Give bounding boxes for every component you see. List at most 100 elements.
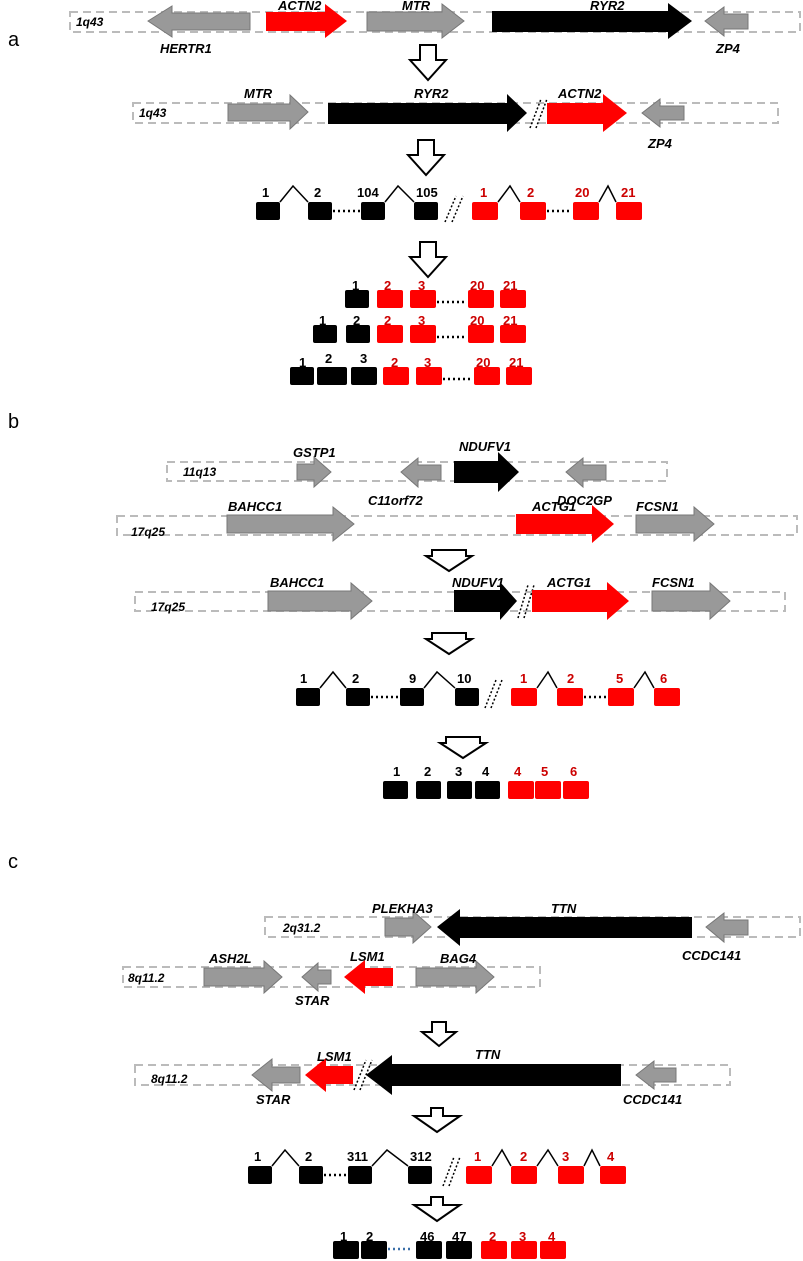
gene-arrow-actn2 <box>266 4 347 38</box>
gene-label: DOC2GP <box>557 493 612 508</box>
exon-black <box>333 1241 359 1259</box>
chromosome-bar <box>132 102 779 124</box>
exon-black <box>290 367 314 385</box>
exon-number: 1 <box>480 185 487 200</box>
gene-label: ACTG1 <box>531 499 576 514</box>
exon-number: 1 <box>474 1149 481 1164</box>
down-arrow-icon <box>419 1021 459 1048</box>
exon-number: 2 <box>352 671 359 686</box>
gene-label: TTN <box>475 1047 501 1062</box>
exon-number: 21 <box>621 185 635 200</box>
intron-line <box>536 1148 559 1167</box>
exon-red <box>654 688 680 706</box>
down-arrow-icon <box>405 139 447 177</box>
gene-label: LSM1 <box>317 1049 352 1064</box>
gene-arrow-plekha3 <box>384 909 432 945</box>
exon-number: 3 <box>418 313 425 328</box>
gene-arrow-bag4 <box>415 959 495 995</box>
exon-black <box>400 688 424 706</box>
gene-arrow-doc2gp <box>565 456 607 489</box>
chrom-label: 1q43 <box>139 106 167 120</box>
chrom-label: 17q25 <box>151 600 185 614</box>
exon-black <box>446 1241 472 1259</box>
exon-black <box>351 367 377 385</box>
track-a1: 1q43 HERTR1 ACTN2 MTR RYR2 ZP4 <box>69 0 801 56</box>
gene-arrow-ryr2 <box>492 3 692 39</box>
gene-label: MTR <box>244 86 273 101</box>
chromosome-bar <box>122 966 541 988</box>
exon-number: 3 <box>418 278 425 293</box>
gene-arrow-ccdc141 <box>635 1059 677 1091</box>
exon-black <box>455 688 479 706</box>
exon-black <box>416 1241 442 1259</box>
exon-red <box>377 325 403 343</box>
exon-number: 1 <box>262 185 269 200</box>
gene-arrow-lsm1 <box>344 960 393 994</box>
exon-number: 3 <box>360 351 367 366</box>
exon-number: 20 <box>575 185 589 200</box>
exon-red <box>377 290 403 308</box>
chrom-label: 1q43 <box>76 15 104 29</box>
exon-red <box>481 1241 507 1259</box>
exon-black <box>256 202 280 220</box>
gene-label: TTN <box>551 901 577 916</box>
exon-number: 2 <box>384 313 391 328</box>
exon-black <box>408 1166 432 1184</box>
gene-label: NDUFV1 <box>452 575 504 590</box>
intron-line <box>423 670 456 689</box>
exon-black <box>299 1166 323 1184</box>
break-mark <box>535 98 548 129</box>
panel-label-b: b <box>8 411 19 433</box>
exon-red <box>468 290 494 308</box>
chrom-label: 8q11.2 <box>151 1072 188 1086</box>
down-arrow-icon <box>407 44 449 82</box>
exon-number: 6 <box>660 671 667 686</box>
exon-number: 1 <box>299 355 306 370</box>
exon-number: 2 <box>305 1149 312 1164</box>
exon-number: 4 <box>548 1229 556 1244</box>
exon-number: 4 <box>514 764 522 779</box>
exon-red <box>608 688 634 706</box>
exon-red <box>535 781 561 799</box>
exon-number: 6 <box>570 764 577 779</box>
exon-number: 1 <box>319 313 326 328</box>
exon-number: 2 <box>520 1149 527 1164</box>
gene-arrow-ccdc141 <box>705 911 749 944</box>
down-arrow-icon <box>436 736 490 760</box>
gene-arrow-actg1 <box>532 582 629 620</box>
exon-number: 20 <box>470 313 484 328</box>
exon-red <box>558 1166 584 1184</box>
exon-red <box>540 1241 566 1259</box>
exon-red <box>383 367 409 385</box>
break-mark <box>490 679 503 709</box>
break-mark <box>517 584 529 619</box>
exon-red <box>600 1166 626 1184</box>
exon-number: 2 <box>489 1229 496 1244</box>
exon-black <box>313 325 337 343</box>
exon-number: 1 <box>352 278 359 293</box>
gene-label: RYR2 <box>414 86 449 101</box>
gene-label: HERTR1 <box>160 41 212 56</box>
intron-line <box>384 184 415 203</box>
gene-label: FCSN1 <box>652 575 695 590</box>
isoforms-c: 1 2 46 47 2 3 4 <box>333 1229 566 1259</box>
gene-arrow-star <box>301 961 332 993</box>
intron-line <box>598 184 617 203</box>
exon-red <box>557 688 583 706</box>
break-mark <box>353 1059 367 1091</box>
gene-label: BAHCC1 <box>270 575 324 590</box>
track-c2: 8q11.2 ASH2L STAR LSM1 BAG4 <box>122 949 541 1008</box>
exon-red <box>474 367 500 385</box>
track-a2: 1q43 MTR RYR2 ACTN2 ZP4 <box>132 86 779 151</box>
exon-number: 21 <box>509 355 523 370</box>
exon-number: 2 <box>325 351 332 366</box>
gene-arrow-fcsn1 <box>635 505 715 543</box>
exon-number: 5 <box>616 671 623 686</box>
exon-number: 5 <box>541 764 548 779</box>
gene-arrow-mtr <box>366 2 465 40</box>
gene-label: CCDC141 <box>682 948 741 963</box>
gene-arrow-fcsn1 <box>651 581 731 621</box>
intron-line <box>583 1148 601 1167</box>
gene-arrow-ndufv1 <box>454 452 519 492</box>
